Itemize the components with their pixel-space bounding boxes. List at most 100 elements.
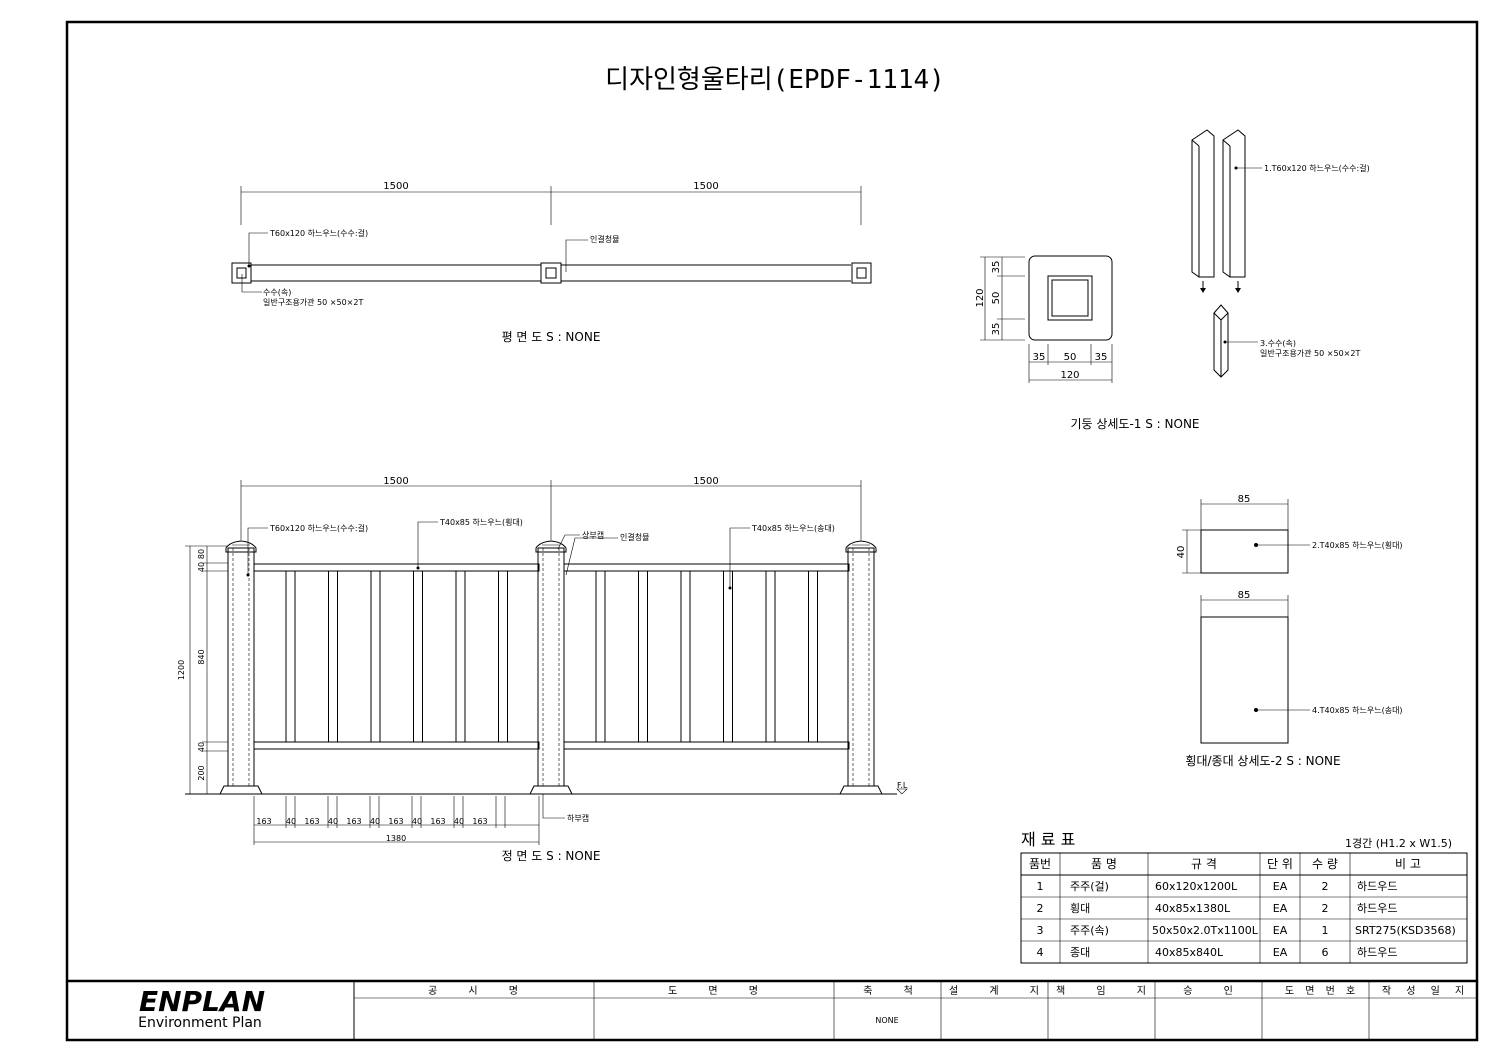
front-post: [529, 540, 573, 795]
picket: [638, 570, 648, 743]
picket: [455, 570, 466, 743]
materials-cell: 1: [1322, 924, 1329, 937]
plan-label-connector: 인결청뮬: [590, 234, 619, 244]
materials-cell: 횡대: [1070, 902, 1090, 915]
title-block-scale-value: NONE: [875, 1016, 898, 1025]
picket: [765, 570, 776, 743]
picket: [285, 570, 296, 743]
materials-cell: EA: [1273, 946, 1288, 959]
materials-cell: EA: [1273, 880, 1288, 893]
rail-detail: 85 40 2.T40x85 하느우느(횡대) 85 4.T40x85 하느우느…: [1176, 494, 1403, 768]
rail-width-top: 85: [1238, 494, 1251, 505]
front-view: 1500 1500: [177, 476, 908, 863]
front-vert-dim: 840: [197, 649, 206, 664]
materials-cell: 6: [1322, 946, 1329, 959]
plan-view: 1500 1500 T60x120 하느우느(수수:걸) 수수(속) 일반구조용…: [231, 181, 872, 344]
picket: [370, 570, 381, 743]
materials-header: 비 고: [1395, 857, 1421, 871]
enplan-logo: ENPLAN: [139, 985, 265, 1018]
drawing-title: 디자인형울타리(EPDF-1114): [605, 65, 945, 95]
front-label-fl: F.L: [897, 781, 908, 790]
materials-cell: SRT275(KSD3568): [1355, 924, 1456, 937]
materials-cell: 2: [1037, 902, 1044, 915]
front-bottom-dim: 163: [472, 817, 487, 826]
front-bottom-total: 1380: [386, 834, 406, 843]
materials-cell: 40x85x1380L: [1155, 902, 1231, 915]
picket: [498, 570, 508, 743]
front-bottom-dim: 163: [256, 817, 271, 826]
title-block-header: 승 인: [1183, 985, 1247, 997]
materials-cell: 하드우드: [1357, 901, 1397, 915]
front-caption: 정 면 도 S : NONE: [502, 849, 601, 863]
front-bottom-dim: 40: [454, 817, 464, 826]
materials-cell: 1: [1037, 880, 1044, 893]
front-post: [839, 540, 883, 795]
title-block-header: 책 임 지: [1056, 984, 1160, 997]
post-height-dim: 35: [991, 261, 1002, 274]
front-vert-dim: 200: [197, 765, 206, 780]
materials-cell: 종대: [1070, 946, 1090, 959]
post-detail-label-inner: 3.수수(속): [1260, 339, 1296, 348]
picket: [723, 570, 733, 743]
post-width-dim: 50: [1064, 352, 1077, 363]
picket: [413, 570, 423, 743]
materials-cell: 2: [1322, 902, 1329, 915]
post-detail-label-inner-spec: 일반구조용가관 50 ×50×2T: [1260, 348, 1360, 358]
front-bottom-dim: 40: [328, 817, 338, 826]
rail-width-bottom: 85: [1238, 590, 1251, 601]
front-label-picket: T40x85 하느우느(송대): [751, 523, 835, 533]
rail-height-top: 40: [1176, 546, 1187, 559]
post-height-total: 120: [975, 288, 986, 307]
title-block: ENPLAN Environment Plan 공 시 명 도 면 명 축 척 …: [67, 979, 1477, 1040]
materials-header: 품번: [1029, 857, 1051, 871]
front-bottom-dim: 163: [304, 817, 319, 826]
materials-title: 재 료 표: [1021, 830, 1075, 849]
front-vert-dim: 80: [197, 549, 206, 559]
plan-label-post-inner: 수수(속): [263, 288, 291, 297]
front-bottom-dim: 163: [388, 817, 403, 826]
post-detail: 120 35 50 35 35 50 35 120 1.T60x120 하느우느…: [975, 129, 1370, 431]
front-label-connector: 인결청뮬: [620, 532, 649, 542]
materials-cell: 4: [1037, 946, 1044, 959]
front-vert-total: 1200: [177, 660, 186, 680]
plan-label-post-outer: T60x120 하느우느(수수:걸): [269, 228, 368, 238]
plan-dim-right: 1500: [693, 181, 718, 192]
materials-cell: 2: [1322, 880, 1329, 893]
title-block-header: 설 계 지: [949, 985, 1053, 997]
materials-header: 품 명: [1091, 857, 1117, 871]
title-block-header: 작 성 일 지: [1382, 985, 1470, 997]
materials-cell: 하드우드: [1357, 879, 1397, 893]
front-label-post: T60x120 하느우느(수수:걸): [269, 523, 368, 533]
front-label-rail: T40x85 하느우느(횡대): [439, 517, 523, 527]
front-bottom-dim: 40: [370, 817, 380, 826]
front-bottom-dim: 163: [346, 817, 361, 826]
materials-cell: 하드우드: [1357, 945, 1397, 959]
rail-label-bottom: 4.T40x85 하느우느(송대): [1312, 705, 1403, 715]
materials-cell: EA: [1273, 902, 1288, 915]
rail-detail-caption: 횡대/종대 상세도-2 S : NONE: [1185, 754, 1340, 768]
title-block-header: 도 면 번 호: [1285, 985, 1359, 997]
materials-cell: 3: [1037, 924, 1044, 937]
picket: [328, 570, 338, 743]
front-label-bottom-cap: 하부캡: [567, 813, 589, 823]
post-height-dim: 35: [991, 323, 1002, 336]
materials-cell: 40x85x840L: [1155, 946, 1224, 959]
materials-cell: EA: [1273, 924, 1288, 937]
materials-header: 단 위: [1267, 857, 1293, 871]
front-dim-right: 1500: [693, 476, 718, 487]
materials-cell: 60x120x1200L: [1155, 880, 1238, 893]
sheet-frame: [65, 20, 1479, 1042]
post-width-dim: 35: [1033, 352, 1046, 363]
plan-label-post-inner-spec: 일반구조용가관 50 ×50×2T: [263, 297, 363, 307]
picket: [808, 570, 818, 743]
materials-table: 재 료 표 1경간 (H1.2 x W1.5) 품번 품 명 규 격 단 위 수…: [1020, 830, 1468, 964]
picket: [595, 570, 606, 743]
materials-cell: 주주(속): [1070, 924, 1109, 937]
title-block-header: 도 면 명: [668, 985, 772, 997]
pickets: [285, 570, 818, 743]
front-label-cap: 상부캡: [582, 530, 604, 540]
front-vert-dim: 40: [197, 562, 206, 572]
title-block-header: 공 시 명: [428, 985, 532, 997]
materials-header: 수 량: [1312, 857, 1338, 871]
materials-cell: 50x50x2.0Tx1100L: [1152, 924, 1259, 937]
